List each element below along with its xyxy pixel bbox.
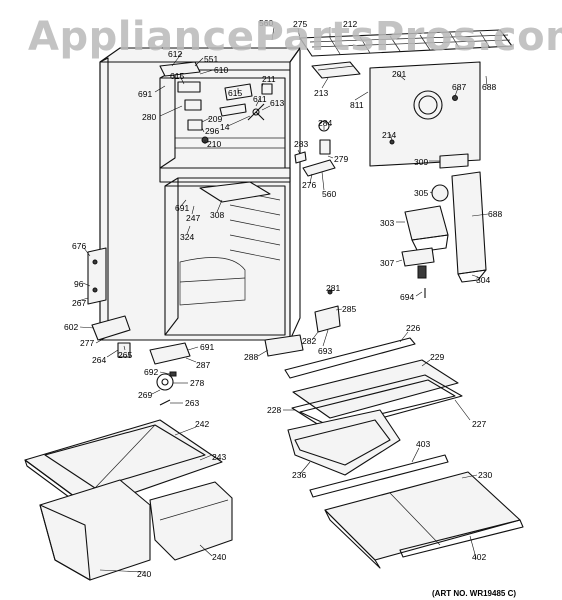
callout-242: 242: [195, 419, 209, 429]
control-knob-305: [431, 184, 449, 202]
callout-611: 611: [253, 94, 267, 104]
callout-691: 691: [200, 342, 214, 352]
callout-214: 214: [382, 130, 396, 140]
watermark: AppliancePartsPros.com: [28, 14, 562, 60]
bin-240-left: [39, 479, 151, 581]
callout-210: 210: [207, 139, 221, 149]
callout-277: 277: [80, 338, 94, 348]
callout-403: 403: [416, 439, 430, 449]
callout-309: 309: [414, 157, 428, 167]
callout-612: 612: [168, 49, 182, 59]
callout-288: 288: [244, 352, 258, 362]
callout-615: 615: [228, 88, 242, 98]
callout-303: 303: [380, 218, 394, 228]
callout-14: 14: [220, 122, 230, 132]
shelf-229: [292, 359, 459, 419]
hinge-center: [314, 289, 341, 333]
callout-282: 282: [302, 336, 316, 346]
callout-691: 691: [138, 89, 152, 99]
damper-parts: [294, 120, 336, 177]
callout-687: 687: [452, 82, 466, 92]
top-wire-shelf: [299, 29, 513, 57]
bin-240-right: [149, 481, 233, 561]
callout-211: 211: [262, 74, 276, 84]
callout-688: 688: [488, 209, 502, 219]
callout-247: 247: [186, 213, 200, 223]
callout-284: 284: [318, 118, 332, 128]
light-shield-213: [311, 61, 361, 79]
callout-324: 324: [180, 232, 194, 242]
callout-688: 688: [482, 82, 496, 92]
callout-560: 560: [322, 189, 336, 199]
shelf-226: [284, 337, 416, 379]
hinge-left: [87, 247, 107, 305]
callout-287: 287: [196, 360, 210, 370]
rail-402: [399, 519, 524, 558]
callout-236: 236: [292, 470, 306, 480]
callout-275: 275: [293, 19, 307, 29]
callout-230: 230: [478, 470, 492, 480]
callout-691: 691: [175, 203, 189, 213]
callout-96: 96: [74, 279, 84, 289]
callout-692: 692: [144, 367, 158, 377]
callout-304: 304: [476, 275, 490, 285]
bottom-hinge-parts: [91, 315, 304, 406]
callout-693: 693: [318, 346, 332, 356]
part-308: [199, 181, 271, 203]
callout-226: 226: [406, 323, 420, 333]
callout-811: 811: [350, 100, 364, 110]
callout-402: 402: [472, 552, 486, 562]
callout-213: 213: [314, 88, 328, 98]
callout-228: 228: [267, 405, 281, 415]
callout-212: 212: [343, 19, 357, 29]
callout-694: 694: [400, 292, 414, 302]
crisper-236: [287, 409, 401, 476]
callout-264: 264: [92, 355, 106, 365]
callout-276: 276: [302, 180, 316, 190]
callout-296: 296: [205, 126, 219, 136]
callout-279: 279: [334, 154, 348, 164]
callout-229: 229: [430, 352, 444, 362]
control-assembly-303-304: [401, 171, 487, 298]
callout-615: 615: [170, 71, 184, 81]
callout-308: 308: [210, 210, 224, 220]
callout-227: 227: [472, 419, 486, 429]
callout-602: 602: [64, 322, 78, 332]
part-309: [439, 153, 469, 169]
pan-242: [44, 424, 206, 489]
callout-269: 269: [138, 390, 152, 400]
callout-263: 263: [185, 398, 199, 408]
callout-283: 283: [294, 139, 308, 149]
callout-240: 240: [137, 569, 151, 579]
callout-281: 281: [326, 283, 340, 293]
callout-305: 305: [414, 188, 428, 198]
evaporator-cover-201: [369, 61, 481, 167]
callout-285: 285: [342, 304, 356, 314]
callout-610: 610: [214, 65, 228, 75]
callout-280: 280: [142, 112, 156, 122]
callout-551: 551: [204, 54, 218, 64]
leader-lines: [77, 26, 489, 573]
callout-613: 613: [270, 98, 284, 108]
callout-labels: 560 275 212 612 551 610 615 691 201 688 …: [64, 18, 502, 579]
callout-267: 267: [72, 298, 86, 308]
rail-403: [309, 454, 449, 498]
callout-209: 209: [208, 114, 222, 124]
callout-240: 240: [212, 552, 226, 562]
callout-307: 307: [380, 258, 394, 268]
callout-278: 278: [190, 378, 204, 388]
art-number: (ART NO. WR19485 C): [432, 589, 516, 598]
callout-676: 676: [72, 241, 86, 251]
callout-243: 243: [212, 452, 226, 462]
callout-201: 201: [392, 69, 406, 79]
callout-560: 560: [259, 18, 273, 28]
callout-265: 265: [118, 350, 132, 360]
control-parts: [159, 61, 273, 144]
